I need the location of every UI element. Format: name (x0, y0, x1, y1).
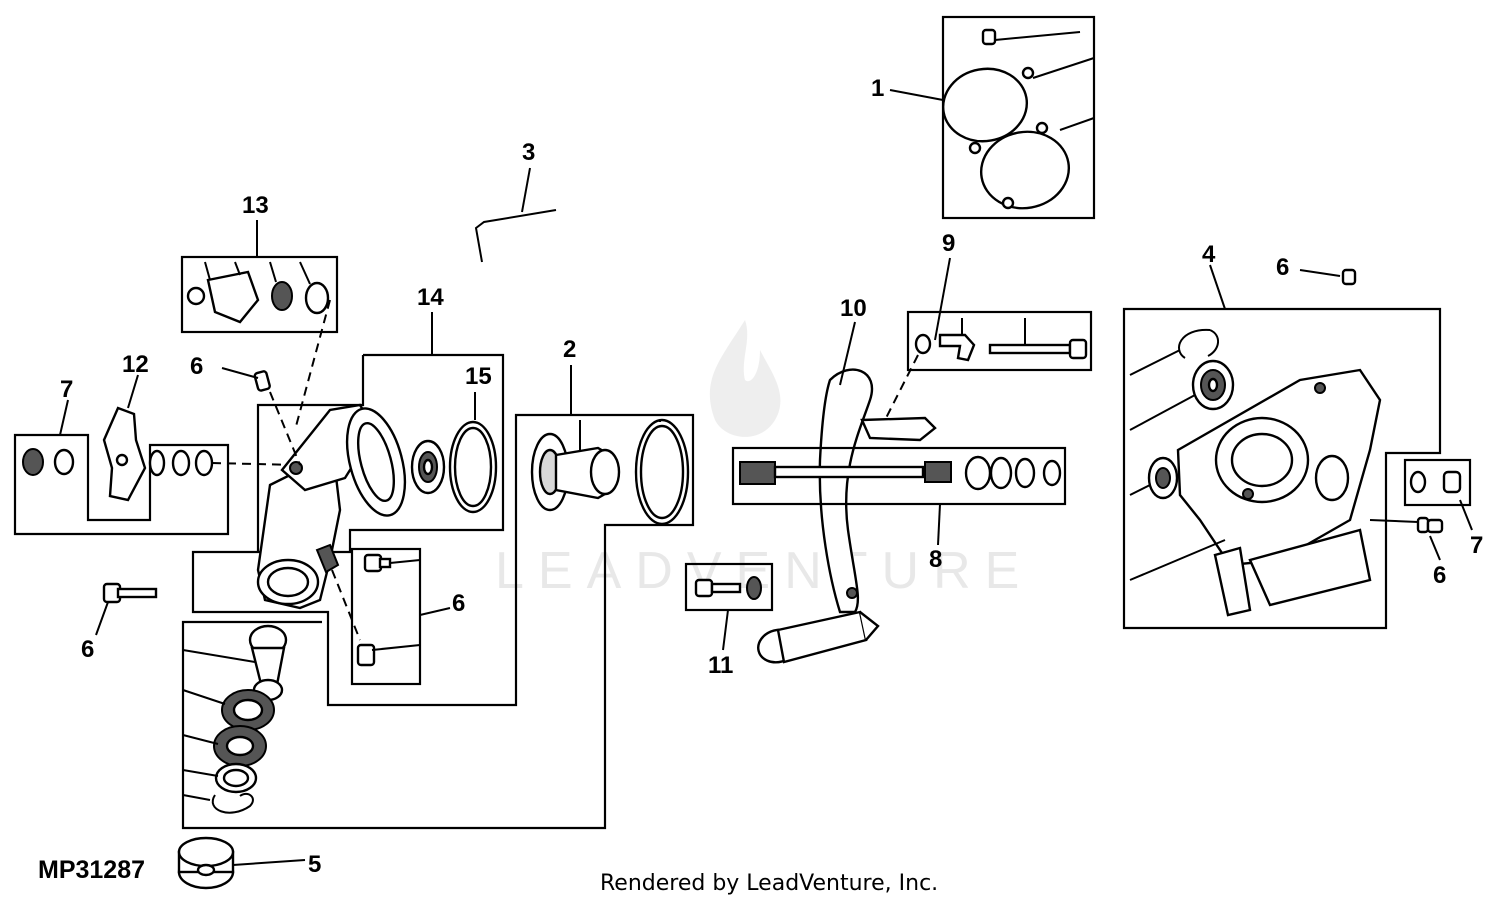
callout-6-bolt-left: 6 (81, 636, 94, 663)
part-6-screw-top-right (1299, 268, 1357, 286)
footer-credit: Rendered by LeadVenture, Inc. (600, 871, 938, 896)
part-6-screw-box (331, 547, 451, 686)
callout-labels: 1 2 3 4 5 6 6 6 6 6 7 7 8 9 10 11 12 13 … (60, 75, 1483, 878)
callout-15: 15 (465, 363, 492, 390)
callout-12: 12 (122, 351, 149, 378)
callout-4: 4 (1202, 241, 1216, 268)
callout-6-screw-box: 6 (452, 590, 465, 617)
part-6-bolt-left (95, 582, 158, 636)
housing-outline (181, 312, 695, 830)
part-13-lock-box (180, 220, 339, 431)
callout-13: 13 (242, 192, 269, 219)
part-8-rod-box (731, 446, 1067, 546)
callout-8: 8 (929, 546, 942, 573)
callout-11: 11 (708, 652, 733, 679)
part-7-right-box (1403, 458, 1473, 531)
callout-6-top-right: 6 (1276, 254, 1289, 281)
figure-id: MP31287 (38, 856, 145, 884)
callout-2: 2 (563, 336, 576, 363)
gear-housing (221, 367, 407, 610)
part-12-knob-box (13, 374, 299, 536)
lower-bearing-stack (182, 624, 288, 814)
callout-6-bolt-right: 6 (1433, 562, 1446, 589)
part-6-bolt-right (1416, 516, 1444, 561)
part-2-shaft (530, 365, 690, 526)
part-10-handle-arm (757, 321, 937, 664)
callout-7-left: 7 (60, 376, 73, 403)
callout-5: 5 (308, 851, 321, 878)
callout-7-right: 7 (1470, 532, 1483, 559)
callout-14: 14 (417, 284, 444, 311)
part-14-bearing (410, 439, 446, 495)
watermark: LEADVENTURE (495, 320, 1033, 600)
part-3-hex-key (474, 167, 557, 263)
part-5-bushing (177, 836, 306, 890)
watermark-text: LEADVENTURE (495, 542, 1033, 600)
part-1-gaskets (889, 15, 1096, 220)
callout-1: 1 (871, 75, 884, 102)
callout-9: 9 (942, 230, 955, 257)
part-9-box (884, 257, 1093, 421)
callout-6-housing: 6 (190, 353, 203, 380)
part-15-o-ring (448, 420, 498, 514)
callout-3: 3 (522, 139, 535, 166)
callout-10: 10 (840, 295, 867, 322)
part-4-gearbox-box (1122, 264, 1442, 630)
part-11-box (684, 562, 774, 651)
